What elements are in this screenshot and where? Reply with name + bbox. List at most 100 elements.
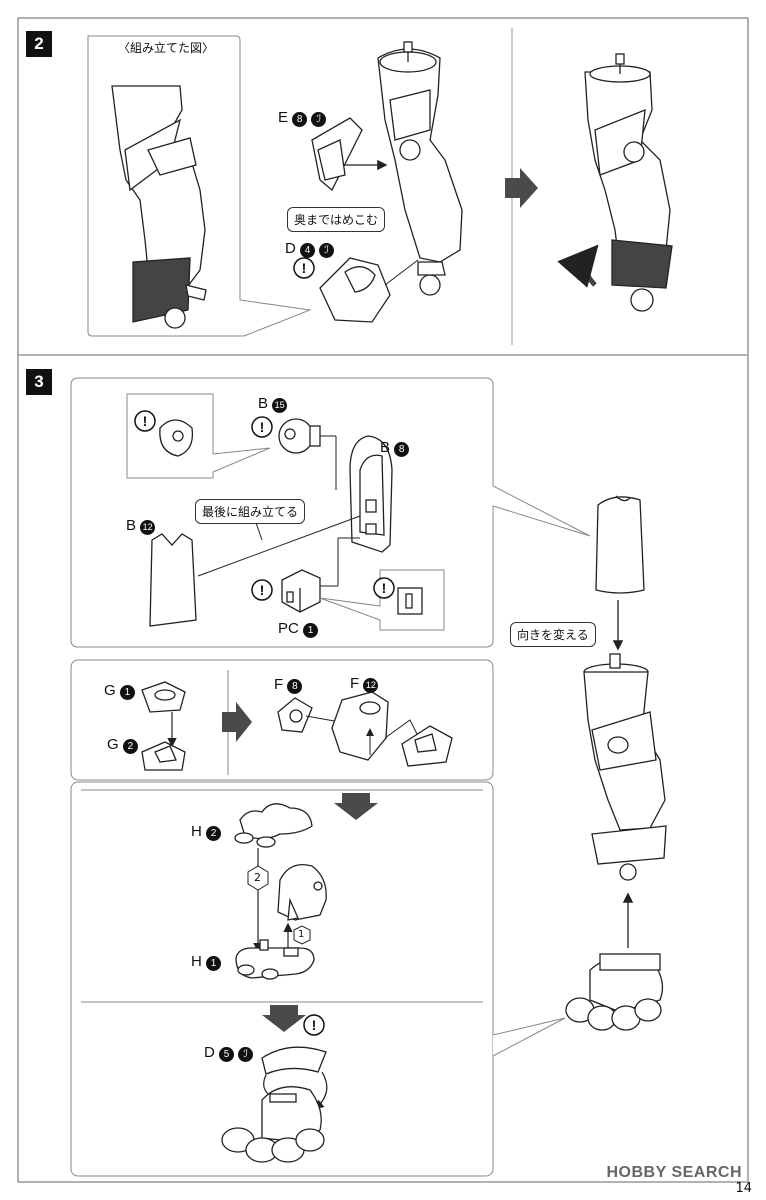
part-e8-figure xyxy=(311,117,363,192)
part-d4-figure xyxy=(319,257,391,323)
assembled-foot-figure xyxy=(221,1086,325,1163)
part-label-h2: H 2 xyxy=(191,823,222,841)
d4-guide xyxy=(384,259,419,286)
svg-text:!: ! xyxy=(382,580,387,596)
part-number-badge: 1 xyxy=(303,623,319,638)
press-note-callout: 奥まではめこむ xyxy=(287,207,386,232)
part-label-f12: F 12 xyxy=(350,675,379,693)
caution-mark: !!! !!! xyxy=(143,260,387,1033)
part-label-e8: E 8 ℐ xyxy=(278,109,327,127)
b12-guide xyxy=(197,515,361,577)
b15-detail-panel xyxy=(126,393,271,479)
svg-text:!: ! xyxy=(260,419,265,435)
part-number-badge: 5 xyxy=(219,1047,235,1062)
down-arrow-icon-2 xyxy=(262,1005,306,1032)
part-number-badge: 2 xyxy=(206,826,222,841)
part-letter: D xyxy=(204,1044,215,1061)
part-label-d4: D 4 ℐ xyxy=(285,240,335,258)
step-3-number: 3 xyxy=(26,369,52,395)
assembled-view-caption: 〈組み立てた図〉 xyxy=(118,41,215,55)
part-letter: G xyxy=(104,682,116,699)
part-g-assembly-figure xyxy=(401,725,453,767)
part-label-g1: G 1 xyxy=(104,683,135,700)
last-assembly-callout: 最後に組み立てる xyxy=(195,499,306,524)
part-letter: F xyxy=(350,675,360,692)
page-frame xyxy=(17,17,749,1183)
part-number-badge: 12 xyxy=(363,678,379,693)
middle-subassembly-panel xyxy=(70,659,494,781)
order-1-hexagon xyxy=(293,925,311,945)
svg-text:!: ! xyxy=(312,1017,317,1033)
assembled-leg-figure xyxy=(111,85,207,329)
part-number-badge: 2 xyxy=(122,739,138,754)
step-2-number: 2 xyxy=(26,31,52,57)
cap-figure xyxy=(595,495,645,594)
part-letter: F xyxy=(274,676,284,693)
part-f8-figure xyxy=(277,697,313,733)
pc1-detail-panel xyxy=(319,569,445,631)
order-2-hexagon xyxy=(247,865,269,891)
exploded-leg-figure xyxy=(377,41,463,296)
part-d5-figure xyxy=(261,1046,327,1075)
b15-detail-figure xyxy=(159,419,194,457)
upper-subassembly-panel xyxy=(70,377,591,648)
part-letter: D xyxy=(285,240,296,257)
middle-arrow-icon xyxy=(222,702,252,742)
part-letter: B xyxy=(380,439,391,456)
caution-icon xyxy=(134,257,395,1036)
part-number-badge: 4 xyxy=(300,243,316,258)
part-letter: PC xyxy=(278,620,299,637)
part-letter: B xyxy=(258,395,269,412)
part-number-badge: 8 xyxy=(292,112,308,127)
part-letter: H xyxy=(191,823,202,840)
part-letter: H xyxy=(191,953,202,970)
part-letter: G xyxy=(107,736,119,753)
part-number-badge: 8 xyxy=(394,442,410,457)
part-h1-figure xyxy=(235,939,315,980)
part-number-badge: 1 xyxy=(119,685,135,700)
part-label-b15: B 15 xyxy=(258,395,288,413)
part-foot-cover-figure xyxy=(277,863,327,921)
right-foot-figure xyxy=(565,953,664,1031)
lower-subassembly-panel xyxy=(70,781,494,1177)
part-b15-figure xyxy=(278,418,321,454)
part-label-g2: G 2 xyxy=(107,737,138,754)
change-direction-callout: 向きを変える xyxy=(510,622,596,647)
watermark-text: HOBBY SEARCH xyxy=(606,1164,742,1181)
part-number-badge: 15 xyxy=(272,398,288,413)
order-2-label: 2 xyxy=(254,871,261,884)
assembled-view-panel xyxy=(87,35,312,337)
part-label-d5: D 5 ℐ xyxy=(204,1044,254,1062)
part-pc1-figure xyxy=(281,569,321,613)
order-1-label: 1 xyxy=(298,929,305,940)
rotated-leg-figure xyxy=(584,53,673,312)
part-label-h1: H 1 xyxy=(191,953,222,971)
down-arrow-icon-1 xyxy=(334,793,378,820)
part-letter: E xyxy=(278,109,289,126)
part-label-b8: B 8 xyxy=(380,439,410,457)
part-number-badge: 8 xyxy=(287,679,303,694)
cut-part-icon: ℐ xyxy=(311,112,327,127)
part-g2-figure xyxy=(141,741,186,771)
part-h2-figure xyxy=(234,803,313,848)
main-leg-figure xyxy=(583,653,667,881)
part-label-f8: F 8 xyxy=(274,676,303,694)
rotate-arrow-icon xyxy=(557,244,599,288)
part-f12-figure xyxy=(331,691,389,761)
part-g1-figure xyxy=(141,681,186,713)
page-number: 14 xyxy=(735,1181,752,1196)
cut-part-icon: ℐ xyxy=(319,243,335,258)
part-b12-figure xyxy=(149,533,197,627)
cut-part-icon: ℐ xyxy=(238,1047,254,1062)
svg-text:!: ! xyxy=(260,582,265,598)
svg-text:!: ! xyxy=(302,260,307,276)
step2-arrow-icon xyxy=(505,168,538,208)
part-number-badge: 1 xyxy=(206,956,222,971)
part-letter: B xyxy=(126,517,137,534)
part-b8-figure xyxy=(349,435,393,553)
part-label-b12: B 12 xyxy=(126,517,156,535)
part-label-pc1: PC 1 xyxy=(278,620,319,638)
part-number-badge: 12 xyxy=(140,520,156,535)
